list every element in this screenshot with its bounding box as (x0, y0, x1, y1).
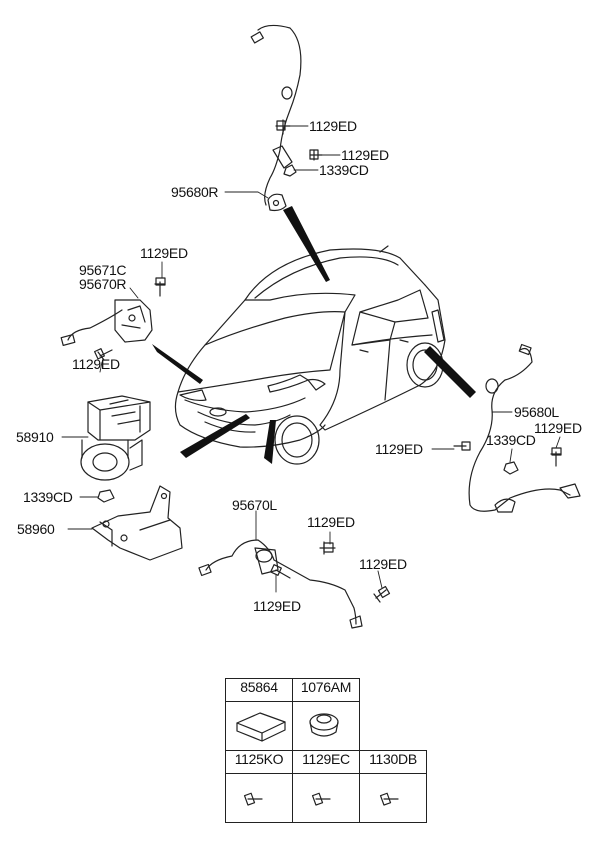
front-right-wheel-sensor (60, 277, 166, 361)
hecu-module (80, 395, 151, 481)
callout-bracket: 58960 (17, 521, 55, 537)
parts-table-image-cell (292, 773, 360, 823)
callout-fr-sensor-r: 95670R (79, 276, 127, 292)
callout-rr-nut: 1339CD (319, 162, 369, 178)
parts-table: 85864 1076AM 1125KO 1129EC 1130DB (225, 678, 427, 823)
callout-fl-bolt-1: 1129ED (307, 514, 355, 530)
callout-rl-bolt-1: 1129ED (375, 441, 423, 457)
parts-table-image-cell (359, 773, 427, 823)
callout-fl-bolt-3: 1129ED (253, 598, 301, 614)
parts-table-header: 1129EC (292, 750, 360, 774)
parts-table-header: 1125KO (225, 750, 293, 774)
callout-hecu-nut: 1339CD (23, 489, 73, 505)
callout-hecu: 58910 (16, 429, 54, 445)
callout-rl-sensor: 95680L (514, 404, 559, 420)
front-left-wheel-sensor (198, 539, 391, 629)
callout-fr-bolt-bottom: 1129ED (72, 356, 120, 372)
parts-table-image-cell (225, 701, 293, 751)
hecu-nut (97, 489, 115, 503)
parts-table-header: 85864 (225, 678, 293, 702)
callout-rr-sensor: 95680R (171, 184, 219, 200)
rear-left-wheel-sensor (453, 343, 581, 513)
vehicle-illustration (174, 245, 446, 465)
leader-lines (61, 125, 561, 593)
callout-fl-bolt-2: 1129ED (359, 556, 407, 572)
callout-fl-sensor: 95670L (232, 497, 277, 513)
callout-fr-sensor-c: 95671C (79, 262, 127, 278)
callout-rr-bolt-2: 1129ED (341, 147, 389, 163)
callout-rl-nut: 1339CD (486, 432, 536, 448)
parts-table-header: 1130DB (359, 750, 427, 774)
hecu-bracket (91, 485, 183, 561)
parts-table-image-cell (225, 773, 293, 823)
callout-rr-bolt-1: 1129ED (309, 118, 357, 134)
parts-table-image-cell (292, 701, 360, 751)
parts-table-header: 1076AM (292, 678, 360, 702)
callout-fr-bolt-top: 1129ED (140, 245, 188, 261)
leader-wedges (152, 206, 476, 464)
callout-rl-bolt-2: 1129ED (534, 420, 582, 436)
rear-right-wheel-sensor (250, 24, 323, 212)
